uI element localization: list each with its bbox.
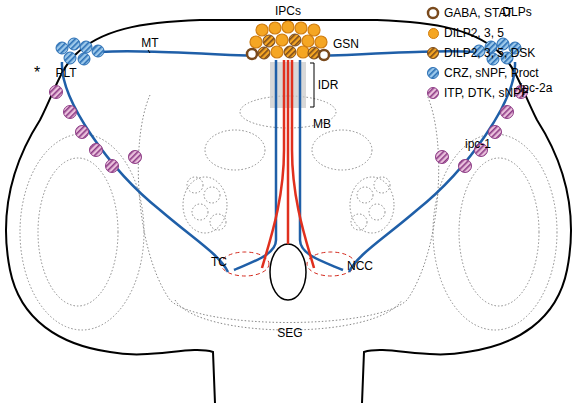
dlp-cell <box>92 45 104 57</box>
foramen <box>270 244 306 300</box>
ipc-cell <box>297 46 309 58</box>
legend-hatched-purple <box>428 88 439 99</box>
mt-leader <box>148 50 150 53</box>
cell-label: ipc-1 <box>465 138 491 150</box>
region-label: IDR <box>318 79 339 91</box>
itp-cell <box>129 151 142 164</box>
itp-cell <box>106 160 119 173</box>
cluster-label: IPCs <box>275 5 301 17</box>
legend-text: DILP2, 3, 5 <box>444 27 504 39</box>
ipc-cell <box>256 24 268 36</box>
itp-cell <box>459 160 472 173</box>
itp-cell <box>50 86 63 99</box>
dlp-cell <box>68 38 80 50</box>
ipc-cell <box>276 34 288 46</box>
legend-hatched-orange <box>428 48 439 59</box>
target-label: NCC <box>347 260 373 272</box>
cell-bodies <box>50 21 528 173</box>
itp-cell <box>436 151 449 164</box>
gsn-cell <box>247 49 257 59</box>
red-tracts <box>262 60 314 268</box>
brain-outline <box>6 20 571 403</box>
itp-cell <box>489 126 502 139</box>
marker-label: * <box>34 65 40 81</box>
legend-text: DILP2, 3, 5, DSK <box>444 47 535 59</box>
ipc-dsk-cell <box>258 47 270 59</box>
dlp-cell <box>56 42 68 54</box>
ipc-cell <box>271 46 283 58</box>
dlp-cell <box>78 53 90 65</box>
ipc-cell <box>302 35 314 47</box>
itp-cell <box>76 126 89 139</box>
legend-hatched-blue <box>428 68 439 79</box>
legend-text: GABA, STAT <box>444 7 513 19</box>
region-label: MB <box>313 118 331 130</box>
ipc-cell <box>269 22 281 34</box>
tract-label: PLT <box>55 67 76 79</box>
target-label: TC <box>211 256 227 268</box>
gsn-cell <box>319 50 329 60</box>
ipc-cell <box>295 22 307 34</box>
blue-tracts <box>62 51 515 272</box>
itp-cell <box>90 144 103 157</box>
legend-text: CRZ, sNPF, Proct <box>444 67 539 79</box>
legend-ring <box>428 8 438 18</box>
region-label: SEG <box>277 327 302 339</box>
ipc-dsk-cell <box>284 46 296 58</box>
ipc-cell <box>250 36 262 48</box>
cell-label: GSN <box>333 38 359 50</box>
ipc-cell <box>282 21 294 33</box>
itp-cell <box>501 106 514 119</box>
legend-swatch <box>428 28 439 39</box>
idr-bracket <box>310 63 314 107</box>
ipc-cell <box>315 36 327 48</box>
ipc-dsk-cell <box>263 35 275 47</box>
itp-cell <box>64 106 77 119</box>
dlp-cell <box>80 41 92 53</box>
dlp-cell <box>64 52 76 64</box>
tract-label: MT <box>141 37 158 49</box>
ipc-dsk-cell <box>289 34 301 46</box>
tc-area <box>221 252 269 276</box>
legend-text: ITP, DTK, sNPF <box>444 87 528 99</box>
ipc-cell <box>308 24 320 36</box>
